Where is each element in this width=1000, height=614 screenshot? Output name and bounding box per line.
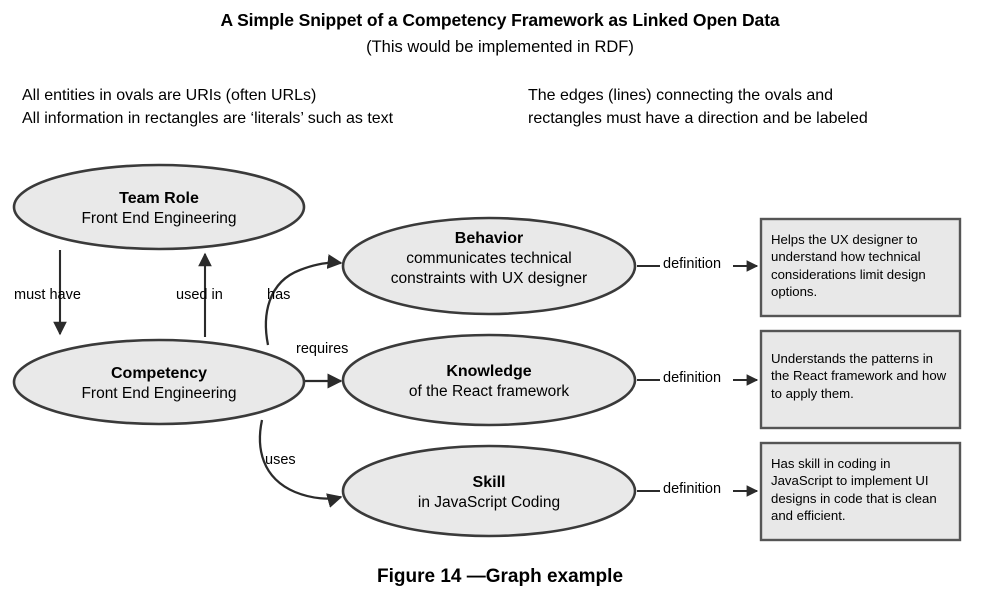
edge-has-line	[264, 254, 343, 346]
figure-caption: Figure 14 —Graph example	[376, 566, 624, 587]
legend-edges-note: The edges (lines) connecting the ovals a…	[528, 87, 868, 127]
oval-behavior	[341, 216, 637, 316]
legend-ovals-note: All entities in ovals are URIs (often UR…	[22, 87, 394, 127]
literal-rect-knowledge	[759, 329, 962, 430]
edge-uses-line	[258, 419, 343, 508]
oval-knowledge	[341, 333, 637, 427]
oval-competency	[12, 338, 306, 426]
oval-team-role	[12, 163, 306, 251]
figure-title: A Simple Snippet of a Competency Framewo…	[220, 10, 780, 30]
figure-subtitle: (This would be implemented in RDF)	[366, 38, 634, 56]
oval-skill	[341, 444, 637, 538]
literal-rect-skill	[759, 441, 962, 542]
literal-rect-behavior	[759, 217, 962, 318]
